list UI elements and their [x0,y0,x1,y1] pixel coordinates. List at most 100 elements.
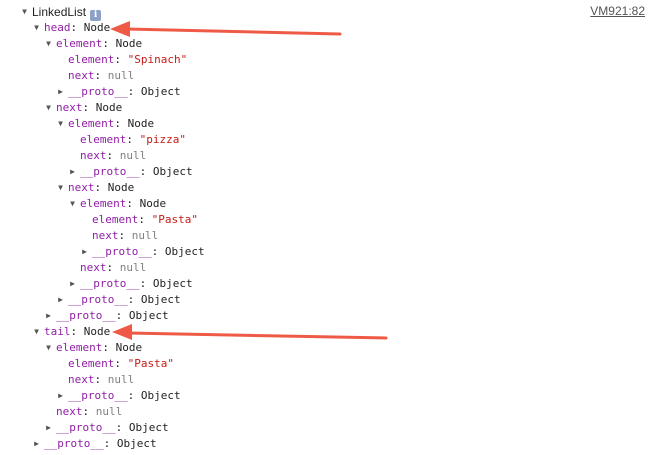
property-value: null [119,149,147,162]
property-value: "Pasta" [127,357,174,370]
tree-row-head[interactable]: ▼ head: Node [0,20,653,36]
property-key: element [68,53,115,66]
property-value: null [107,373,135,386]
property-separator: : [82,405,90,418]
tree-row-tail-element-proto[interactable]: ▶ __proto__: Object [0,388,653,404]
tree-row-head-proto[interactable]: ▶ __proto__: Object [0,308,653,324]
property-key: next [68,181,95,194]
tree-row-head-element-proto[interactable]: ▶ __proto__: Object [0,84,653,100]
property-value: Node [115,37,143,50]
info-icon[interactable]: i [90,10,102,21]
property-key: head [44,21,71,34]
property-key: element [56,37,103,50]
property-value: Node [83,21,111,34]
collapse-triangle-icon[interactable]: ▶ [82,247,87,256]
collapse-triangle-icon[interactable]: ▶ [46,423,51,432]
expand-triangle-icon[interactable]: ▼ [58,183,63,192]
property-key: __proto__ [68,85,128,98]
expand-triangle-icon[interactable]: ▼ [46,103,51,112]
property-value: Object [128,309,169,322]
property-key: element [92,213,139,226]
property-separator: : [114,357,121,370]
tree-row-head-next-proto[interactable]: ▶ __proto__: Object [0,292,653,308]
object-class-name: LinkedList [32,5,87,19]
property-separator: : [82,101,90,114]
tree-row-head-next[interactable]: ▼ next: Node [0,100,653,116]
source-location-link[interactable]: VM921:82 [590,4,645,18]
expand-triangle-icon[interactable]: ▼ [34,327,39,336]
expand-triangle-icon[interactable]: ▼ [22,7,27,16]
property-key: next [80,149,107,162]
tree-row-tail-element-element: element: "Pasta" [0,356,653,372]
tree-row-tail-element[interactable]: ▼ element: Node [0,340,653,356]
tree-row-head-next-element-next: next: null [0,148,653,164]
property-separator: : [114,53,121,66]
property-key: __proto__ [80,277,140,290]
tree-row-head-element-next: next: null [0,68,653,84]
property-separator: : [114,117,121,130]
property-value: "Pasta" [151,213,198,226]
expand-triangle-icon[interactable]: ▼ [58,119,63,128]
property-separator: : [118,229,126,242]
property-value: Object [152,165,193,178]
property-separator: : [103,437,111,450]
tree-row-head-next-element-element: element: "pizza" [0,132,653,148]
tree-row-tail-next: next: null [0,404,653,420]
expand-triangle-icon[interactable]: ▼ [46,39,51,48]
property-separator: : [126,197,133,210]
collapse-triangle-icon[interactable]: ▶ [58,391,63,400]
property-separator: : [127,389,135,402]
property-separator: : [115,421,123,434]
tree-row-head-next-next-element-proto[interactable]: ▶ __proto__: Object [0,244,653,260]
property-key: next [92,229,119,242]
property-key: element [56,341,103,354]
property-value: Object [140,293,181,306]
collapse-triangle-icon[interactable]: ▶ [46,311,51,320]
collapse-triangle-icon[interactable]: ▶ [34,439,39,448]
collapse-triangle-icon[interactable]: ▶ [58,87,63,96]
expand-triangle-icon[interactable]: ▼ [70,199,75,208]
tree-row-head-next-next[interactable]: ▼ next: Node [0,180,653,196]
property-separator: : [139,165,147,178]
collapse-triangle-icon[interactable]: ▶ [58,295,63,304]
property-key: element [68,117,115,130]
expand-triangle-icon[interactable]: ▼ [46,343,51,352]
property-separator: : [127,293,135,306]
property-value: Object [140,85,181,98]
property-value: Node [115,341,143,354]
property-value: null [107,69,135,82]
property-separator: : [70,325,78,338]
property-separator: : [138,213,145,226]
property-key: __proto__ [68,293,128,306]
property-value: Node [139,197,167,210]
property-value: Node [95,101,123,114]
property-key: __proto__ [80,165,140,178]
expand-triangle-icon[interactable]: ▼ [34,23,39,32]
property-key: element [68,357,115,370]
tree-row-head-next-element[interactable]: ▼ element: Node [0,116,653,132]
property-separator: : [115,309,123,322]
collapse-triangle-icon[interactable]: ▶ [70,279,75,288]
property-key: tail [44,325,71,338]
property-separator: : [94,181,102,194]
property-value: Object [128,421,169,434]
property-separator: : [94,373,102,386]
tree-row-head-next-next-element[interactable]: ▼ element: Node [0,196,653,212]
tree-row-head-next-next-proto[interactable]: ▶ __proto__: Object [0,276,653,292]
tree-row-root-proto[interactable]: ▶ __proto__: Object [0,436,653,452]
property-separator: : [151,245,159,258]
property-key: next [68,373,95,386]
tree-row-head-next-element-proto[interactable]: ▶ __proto__: Object [0,164,653,180]
property-key: element [80,197,127,210]
collapse-triangle-icon[interactable]: ▶ [70,167,75,176]
property-key: next [56,405,83,418]
tree-row-tail[interactable]: ▼ tail: Node [0,324,653,340]
property-separator: : [127,85,135,98]
tree-row-tail-proto[interactable]: ▶ __proto__: Object [0,420,653,436]
tree-row-head-element[interactable]: ▼ element: Node [0,36,653,52]
property-value: Node [107,181,135,194]
property-value: null [95,405,123,418]
tree-row-head-next-next-next: next: null [0,260,653,276]
